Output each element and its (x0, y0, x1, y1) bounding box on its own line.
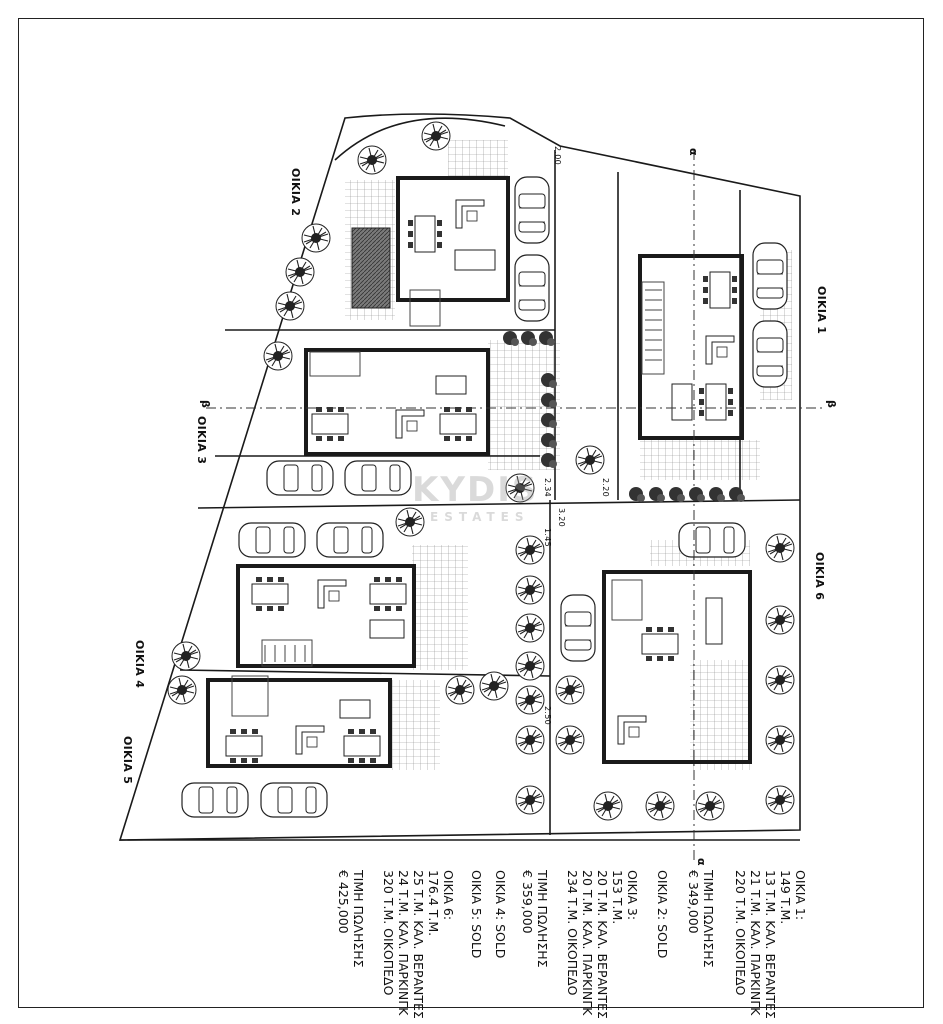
house-label-5: ΟΙΚΙΑ 5 (121, 736, 134, 785)
notes-house-5: ΟΙΚΙΑ 5: SOLD (469, 870, 484, 958)
watermark-sub: ESTATES (430, 510, 530, 524)
note-line: ΟΙΚΙΑ 6: (441, 870, 456, 921)
section-mark-beta-left: β (199, 400, 212, 409)
dim-mark: 2.00 (553, 146, 562, 166)
price-label: ΤΙΜΗ ΠΩΛΗΣΗΣ (701, 870, 716, 968)
notes-house-2: ΟΙΚΙΑ 2: SOLD (655, 870, 670, 958)
house-label-6: ΟΙΚΙΑ 6 (813, 552, 826, 601)
price-value: € 359,000 (520, 870, 535, 934)
note-line: 13 Τ.Μ. ΚΑΛ. ΒΕΡΑΝΤΕΣ (763, 870, 778, 1019)
note-line: 320 Τ.Μ. ΟΙΚΟΠΕΔΟ (381, 870, 396, 996)
section-mark-beta-right: β (825, 400, 838, 409)
dim-mark: 3.20 (557, 508, 566, 528)
note-line: 25 Τ.Μ. ΚΑΛ. ΒΕΡΑΝΤΕΣ (411, 870, 426, 1019)
note-line: 149 Τ.Μ. (778, 870, 793, 925)
note-line: 24 Τ.Μ. ΚΑΛ. ΠΑΡΚΙΝΓΚ (396, 870, 411, 1016)
house-label-2: ΟΙΚΙΑ 2 (289, 168, 302, 217)
dim-mark: 1.45 (543, 528, 552, 548)
note-line: ΟΙΚΙΑ 5: SOLD (469, 870, 484, 959)
notes-house-3-price: ΤΙΜΗ ΠΩΛΗΣΗΣ € 359,000 (520, 870, 550, 968)
notes-house-4: ΟΙΚΙΑ 4: SOLD (493, 870, 508, 958)
note-line: 220 Τ.Μ. ΟΙΚΟΠΕΔΟ (733, 870, 748, 996)
notes-house-6-price: ΤΙΜΗ ΠΩΛΗΣΗΣ € 425,000 (336, 870, 366, 968)
dim-mark: 2.50 (543, 706, 552, 726)
house-label-1: ΟΙΚΙΑ 1 (815, 286, 828, 335)
note-line: 20 Τ.Μ. ΚΑΛ. ΠΑΡΚΙΝΓΚ (580, 870, 595, 1016)
note-line: ΟΙΚΙΑ 1: (793, 870, 808, 921)
notes-house-3: ΟΙΚΙΑ 3: 153 Τ.Μ. 20 Τ.Μ. ΚΑΛ. ΒΕΡΑΝΤΕΣ … (565, 870, 640, 1019)
notes-house-1-price: ΤΙΜΗ ΠΩΛΗΣΗΣ € 349,000 (686, 870, 716, 968)
section-mark-alpha-top: α (687, 148, 700, 156)
price-label: ΤΙΜΗ ΠΩΛΗΣΗΣ (351, 870, 366, 968)
note-line: 20 Τ.Μ. ΚΑΛ. ΒΕΡΑΝΤΕΣ (595, 870, 610, 1019)
note-line: ΟΙΚΙΑ 2: SOLD (655, 870, 670, 959)
watermark-brand: KYDIS (412, 470, 539, 510)
note-line: 176.4 Τ.Μ. (426, 870, 441, 937)
note-line: 21 Τ.Μ. ΚΑΛ. ΠΑΡΚΙΝΓΚ (748, 870, 763, 1016)
dim-mark: 2.20 (601, 478, 610, 498)
price-value: € 425,000 (336, 870, 351, 934)
price-label: ΤΙΜΗ ΠΩΛΗΣΗΣ (535, 870, 550, 968)
dim-mark: 2.34 (543, 478, 552, 498)
house-label-4: ΟΙΚΙΑ 4 (133, 640, 146, 689)
note-line: ΟΙΚΙΑ 3: (625, 870, 640, 921)
note-line: 234 Τ.Μ. ΟΙΚΟΠΕΔΟ (565, 870, 580, 996)
price-value: € 349,000 (686, 870, 701, 934)
notes-house-6: ΟΙΚΙΑ 6: 176.4 Τ.Μ. 25 Τ.Μ. ΚΑΛ. ΒΕΡΑΝΤΕ… (381, 870, 456, 1019)
notes-house-1: ΟΙΚΙΑ 1: 149 Τ.Μ. 13 Τ.Μ. ΚΑΛ. ΒΕΡΑΝΤΕΣ … (733, 870, 808, 1019)
watermark: KYDIS ESTATES (412, 470, 538, 524)
house-label-3: ΟΙΚΙΑ 3 (195, 416, 208, 465)
note-line: ΟΙΚΙΑ 4: SOLD (493, 870, 508, 959)
section-mark-alpha-bottom: α (695, 858, 708, 866)
note-line: 153 Τ.Μ. (610, 870, 625, 925)
